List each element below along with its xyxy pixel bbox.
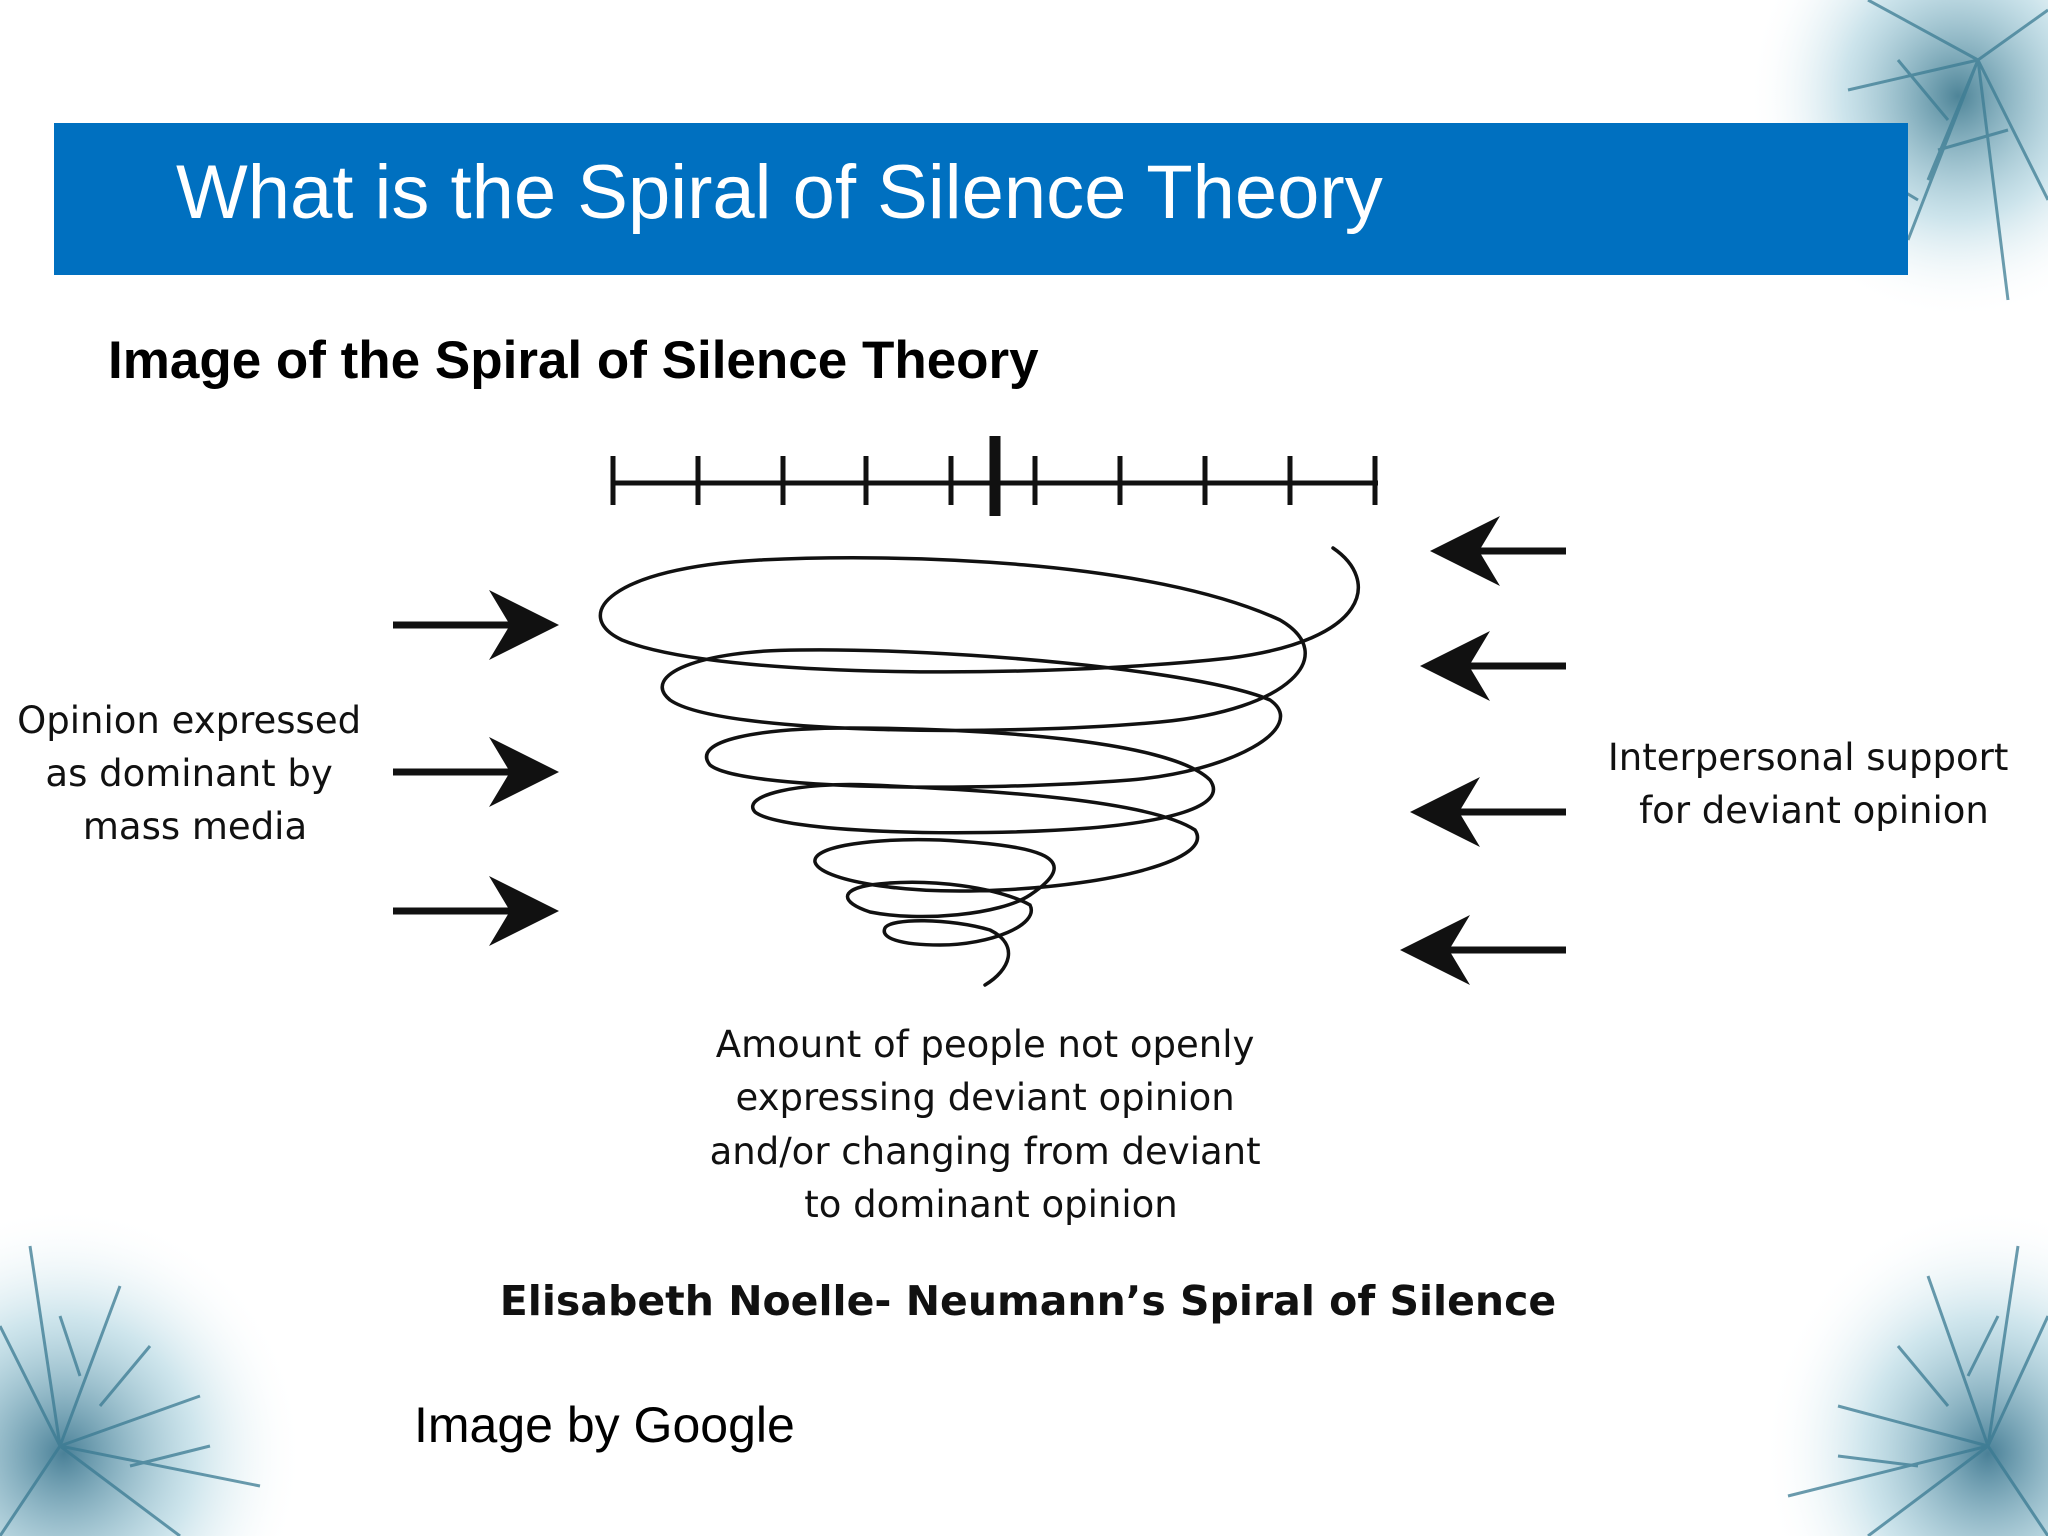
spiral-shape	[598, 546, 1361, 987]
title-bar: What is the Spiral of Silence Theory	[54, 123, 1908, 275]
image-credit: Image by Google	[414, 1397, 795, 1453]
bottom-label-line: and/or changing from deviant	[710, 1130, 1261, 1173]
right-label-line: for deviant opinion	[1639, 789, 1989, 832]
bottom-label-line: Amount of people not openly	[716, 1023, 1255, 1066]
slide-title: What is the Spiral of Silence Theory	[176, 150, 1383, 235]
right-label-line: Interpersonal support	[1608, 736, 2008, 779]
diagram-caption: Elisabeth Noelle- Neumann’s Spiral of Si…	[500, 1277, 1556, 1325]
left-label-line: as dominant by	[45, 752, 332, 795]
bottom-label: Amount of people not openly expressing d…	[710, 1023, 1273, 1226]
snowflake-decoration-bottom-left-icon	[0, 1206, 320, 1536]
opinion-scale	[610, 436, 1378, 516]
right-label: Interpersonal support for deviant opinio…	[1608, 736, 2020, 832]
snowflake-decoration-bottom-right-icon	[1748, 1206, 2048, 1536]
slide-subtitle: Image of the Spiral of Silence Theory	[108, 331, 1039, 390]
left-label: Opinion expressed as dominant by mass me…	[17, 699, 373, 848]
bottom-label-line: expressing deviant opinion	[736, 1076, 1235, 1119]
left-label-line: Opinion expressed	[17, 699, 361, 742]
left-label-line: mass media	[83, 805, 307, 848]
bottom-label-line: to dominant opinion	[804, 1183, 1177, 1226]
